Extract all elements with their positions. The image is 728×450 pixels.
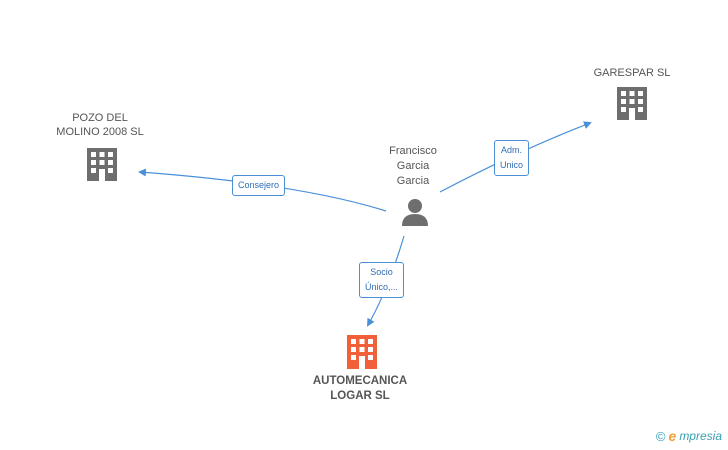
brand-logo-initial: e	[668, 428, 677, 444]
copyright-symbol: ©	[655, 428, 666, 444]
edge-label-consejero: Consejero	[232, 175, 286, 196]
building-icon-highlighted[interactable]	[347, 335, 377, 369]
edge-label-adm-unico: Adm. Unico	[494, 140, 530, 176]
brand-name: mpresia	[679, 429, 722, 443]
edge-label-socio-unico: Socio Único,...	[359, 262, 405, 298]
node-label-pozo[interactable]: POZO DEL MOLINO 2008 SL	[56, 112, 144, 138]
building-icon[interactable]	[617, 87, 647, 120]
node-label-francisco[interactable]: Francisco Garcia Garcia	[389, 145, 437, 187]
person-icon[interactable]	[402, 199, 428, 226]
building-icon[interactable]	[87, 148, 117, 181]
node-label-automecanica[interactable]: AUTOMECANICA LOGAR SL	[312, 375, 408, 402]
node-label-garespar[interactable]: GARESPAR SL	[593, 67, 671, 79]
